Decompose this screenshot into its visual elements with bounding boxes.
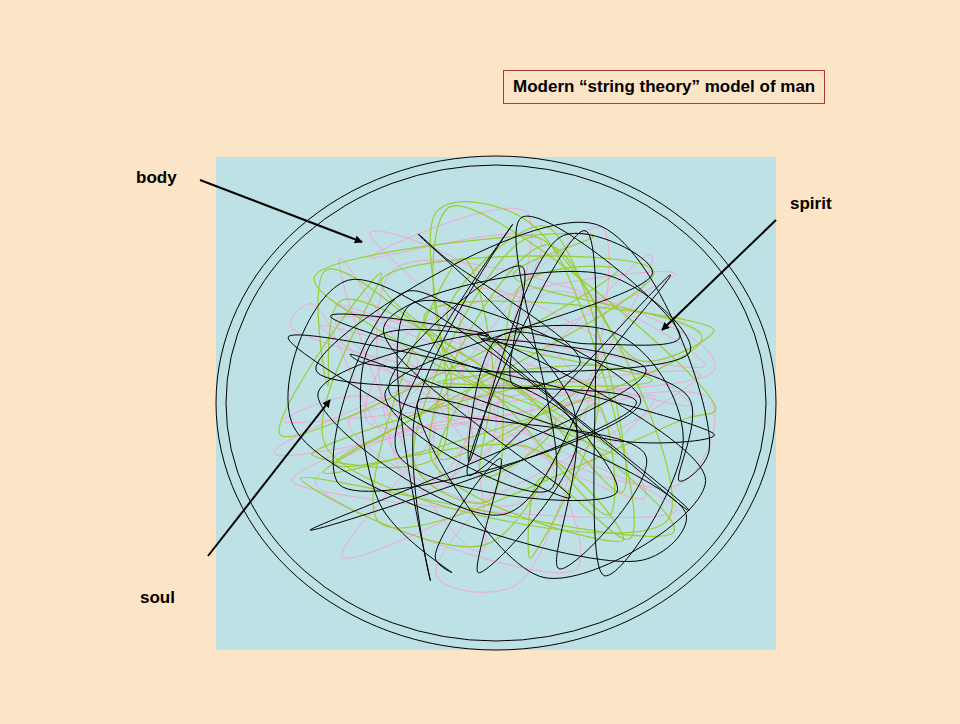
- part-label: body: [136, 168, 177, 188]
- part-label: spirit: [790, 194, 832, 214]
- blue-panel: [216, 157, 776, 650]
- string-curve: [330, 314, 577, 573]
- inner-circle: [226, 165, 766, 641]
- string-curve: [385, 216, 680, 492]
- leader-arrow: [200, 180, 362, 242]
- tangled-strings: [274, 202, 716, 593]
- string-curve: [318, 231, 683, 576]
- string-curve: [288, 279, 706, 578]
- outer-circle: [216, 156, 776, 650]
- leader-lines: [200, 180, 776, 556]
- title-box: Modern “string theory” model of man: [503, 70, 825, 104]
- string-curve: [333, 224, 641, 580]
- leader-arrow: [662, 220, 776, 330]
- leader-arrow: [208, 400, 330, 556]
- part-label: soul: [140, 588, 175, 608]
- string-curve: [389, 234, 647, 569]
